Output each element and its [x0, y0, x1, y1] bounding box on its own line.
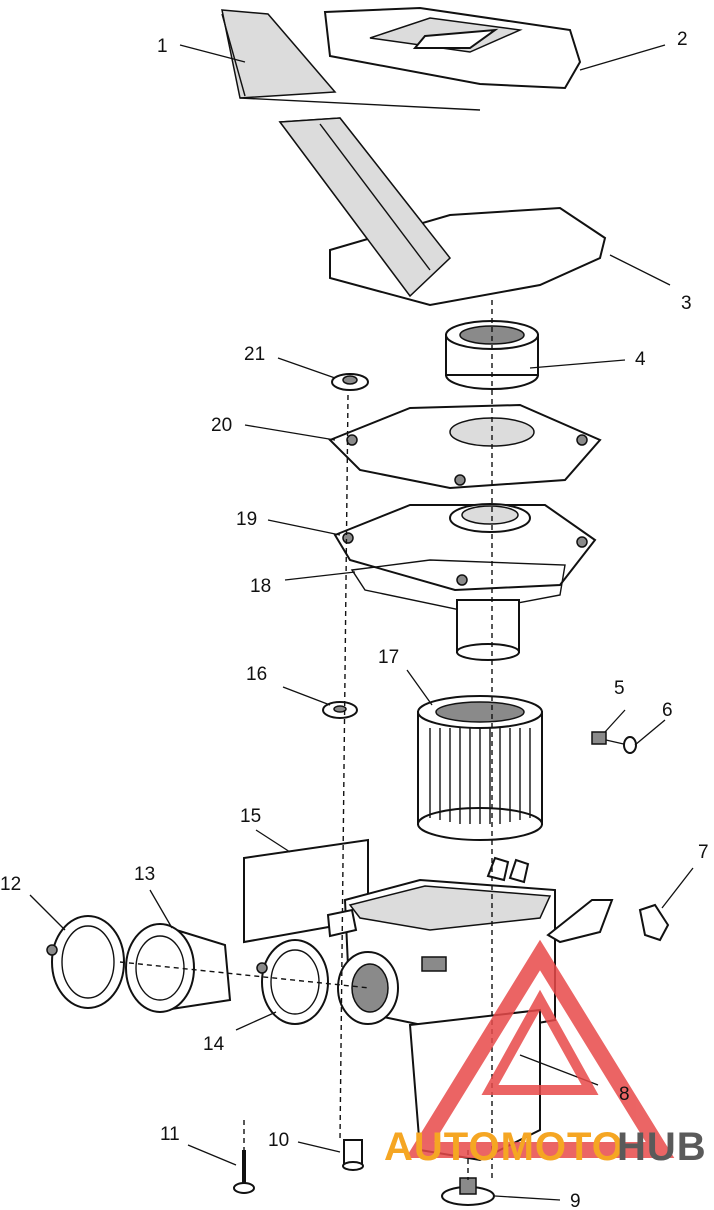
- callout-10: 10: [268, 1130, 289, 1151]
- callout-21: 21: [244, 344, 265, 365]
- part-18-drawing: [350, 559, 566, 613]
- callout-19: 19: [236, 509, 257, 530]
- callout-leader-lines: [29, 44, 694, 1201]
- callout-3: 3: [681, 293, 692, 314]
- callout-13: 13: [134, 864, 155, 885]
- callout-15: 15: [240, 806, 261, 827]
- callout-1: 1: [157, 36, 168, 57]
- callout-11: 11: [160, 1124, 180, 1145]
- callout-6: 6: [662, 700, 673, 721]
- part-13-drawing: [125, 923, 232, 1013]
- part-2-drawing: [323, 6, 582, 90]
- part-9-drawing: [441, 1177, 495, 1206]
- callout-17: 17: [378, 647, 399, 668]
- callout-4: 4: [635, 349, 646, 370]
- callout-12: 12: [0, 874, 21, 895]
- airbox-inlet-neck: [337, 951, 399, 1025]
- part-21-drawing: [331, 373, 369, 391]
- part-11-drawing: [233, 1150, 255, 1194]
- callout-7: 7: [698, 842, 709, 863]
- callout-16: 16: [246, 664, 267, 685]
- callout-5: 5: [614, 678, 625, 699]
- cover-outlet-tube: [456, 599, 520, 661]
- watermark-text-automoto: AUTOMOTO: [384, 1125, 624, 1169]
- watermark-text-hub: HUB: [617, 1125, 707, 1169]
- part-19-drawing: [333, 503, 597, 592]
- part-3-drawing: [278, 117, 607, 307]
- part-7-drawing: [638, 903, 670, 942]
- callout-9: 9: [570, 1191, 581, 1210]
- part-16-drawing: [322, 701, 358, 719]
- part-17-drawing: [417, 695, 543, 841]
- callout-2: 2: [677, 29, 688, 50]
- callout-8: 8: [619, 1084, 630, 1105]
- part-5-drawing: [591, 731, 629, 746]
- callout-14: 14: [203, 1034, 225, 1055]
- part-20-drawing: [328, 403, 602, 490]
- callout-20: 20: [211, 415, 232, 436]
- callout-18: 18: [250, 576, 271, 597]
- part-1-drawing: [221, 9, 337, 99]
- part-6-drawing: [623, 736, 637, 754]
- automotohub-logo-icon: [405, 939, 675, 1158]
- part-12-drawing: [46, 915, 125, 1009]
- part-1-guide-line: [239, 97, 481, 111]
- part-10-drawing: [342, 1139, 364, 1171]
